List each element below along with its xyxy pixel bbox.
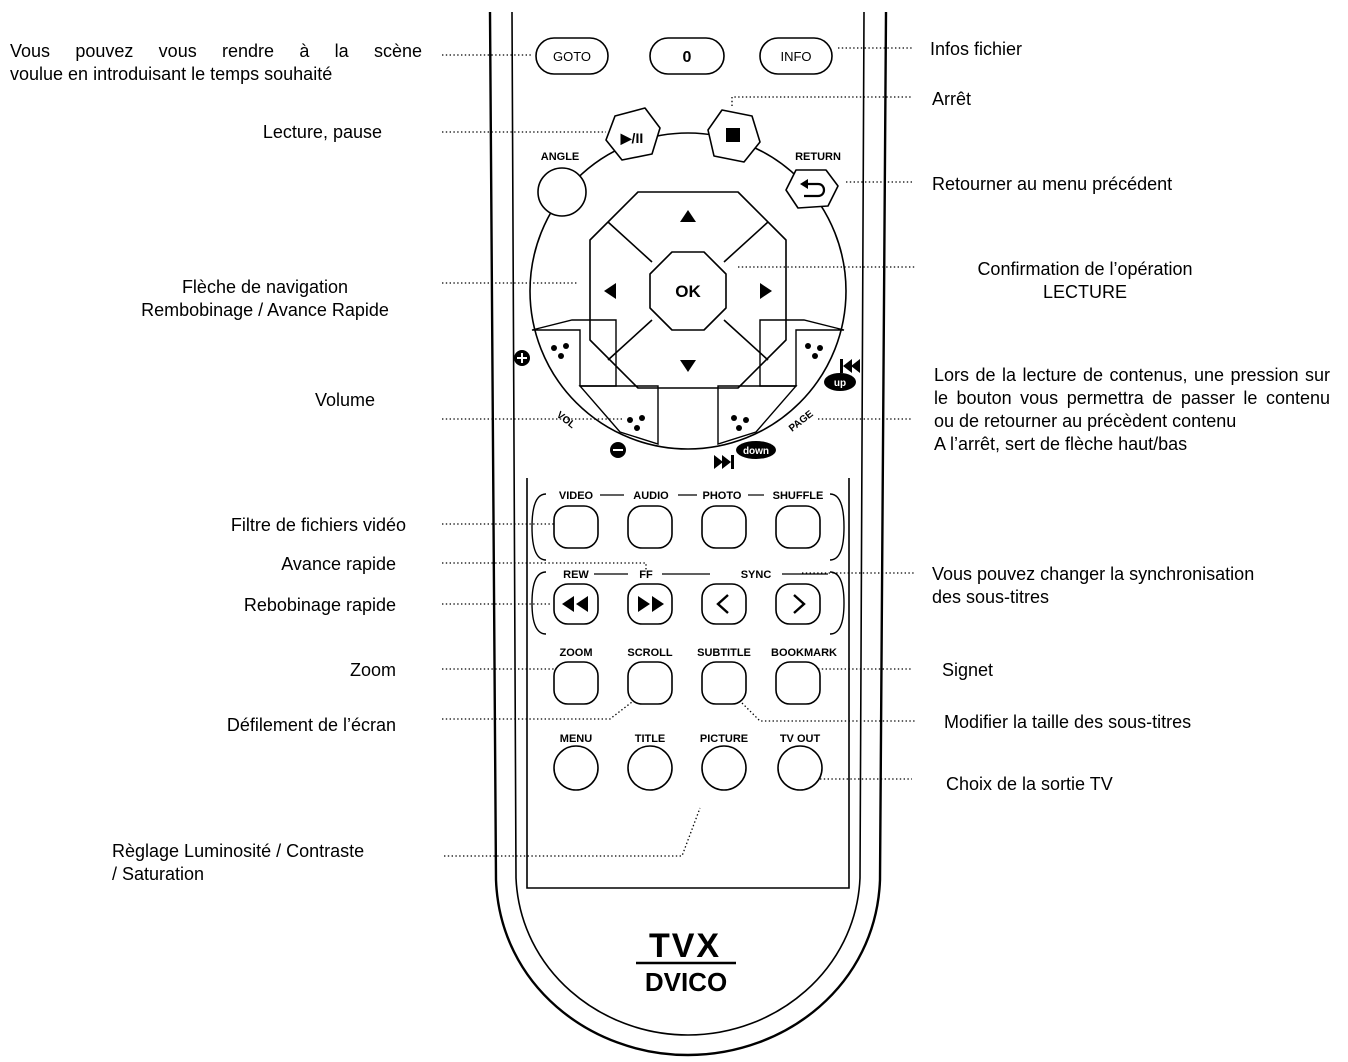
tvout-label: TV OUT xyxy=(780,733,821,745)
sync-minus-button[interactable] xyxy=(701,583,747,625)
photo-label: PHOTO xyxy=(703,490,742,502)
ok-button[interactable]: OK xyxy=(649,251,727,331)
annotation-stop: Arrêt xyxy=(932,89,972,109)
zoom-button[interactable] xyxy=(553,661,599,705)
annotation-scroll: Défilement de l’écran xyxy=(226,715,396,735)
navigation-ring xyxy=(529,132,847,450)
minus-icon xyxy=(610,442,626,458)
title-label: TITLE xyxy=(635,733,666,745)
next-track-icon xyxy=(714,455,734,469)
title-button[interactable] xyxy=(627,745,673,791)
picture-label: PICTURE xyxy=(700,733,748,745)
angle-button[interactable] xyxy=(537,167,587,217)
svg-text:TVX: TVX xyxy=(649,927,721,965)
svg-text:0: 0 xyxy=(683,49,692,66)
svg-text:up: up xyxy=(834,378,846,389)
annotation-rew: Rebobinage rapide xyxy=(243,595,396,615)
subtitle-button[interactable] xyxy=(701,661,747,705)
vol-label: VOL xyxy=(554,410,577,431)
video-button[interactable] xyxy=(553,505,599,549)
annotation-goto: Vous pouvez vous rendre à la scène voulu… xyxy=(10,41,422,84)
svg-text:INFO: INFO xyxy=(780,49,811,64)
svg-text:down: down xyxy=(743,446,769,457)
shuffle-label: SHUFFLE xyxy=(773,490,824,502)
ff-button[interactable] xyxy=(627,583,673,625)
volume-down-button[interactable] xyxy=(578,385,659,445)
svg-text:OK: OK xyxy=(675,282,701,301)
subtitle-label: SUBTITLE xyxy=(697,647,751,659)
annotation-volume: Volume xyxy=(314,390,376,410)
chevron-right-icon xyxy=(793,594,806,614)
annotation-subtitle: Modifier la taille des sous-titres xyxy=(944,712,1192,732)
leader-lines xyxy=(442,47,916,857)
left-arrow-button[interactable] xyxy=(604,283,616,299)
up-arrow-button[interactable] xyxy=(680,210,696,222)
brand-logo: TVX DVICO xyxy=(636,927,736,997)
annotation-picture: Règlage Luminosité / Contraste / Saturat… xyxy=(112,841,365,884)
sync-label: SYNC xyxy=(741,569,772,581)
annotation-sync: Vous pouvez changer la synchronisation d… xyxy=(932,564,1255,607)
scroll-button[interactable] xyxy=(627,661,673,705)
rew-button[interactable] xyxy=(553,583,599,625)
ff-label: FF xyxy=(639,569,653,581)
tvout-button[interactable] xyxy=(777,745,823,791)
annotation-bookmark: Signet xyxy=(942,660,994,680)
plus-icon xyxy=(514,350,530,366)
info-button[interactable]: INFO xyxy=(759,37,833,75)
annotation-tvout: Choix de la sortie TV xyxy=(946,774,1113,794)
annotation-confirm: Confirmation de l’opération LECTURE xyxy=(977,259,1193,302)
rewind-icon xyxy=(562,596,588,612)
annotation-video-filter: Filtre de fichiers vidéo xyxy=(230,515,406,535)
annotation-info: Infos fichier xyxy=(930,39,1023,59)
zoom-label: ZOOM xyxy=(560,647,593,659)
audio-label: AUDIO xyxy=(633,490,669,502)
up-badge: up xyxy=(824,373,856,391)
stop-button[interactable] xyxy=(707,109,761,163)
annotation-return: Retourner au menu précédent xyxy=(932,174,1173,194)
chevron-left-icon xyxy=(716,594,729,614)
shuffle-button[interactable] xyxy=(775,505,821,549)
video-label: VIDEO xyxy=(559,490,594,502)
page-down-button[interactable] xyxy=(717,385,798,445)
svg-text:DVICO: DVICO xyxy=(645,967,727,997)
return-label: RETURN xyxy=(795,151,841,163)
audio-button[interactable] xyxy=(627,505,673,549)
annotation-play-pause: Lecture, pause xyxy=(262,122,382,142)
down-arrow-button[interactable] xyxy=(680,360,696,372)
bookmark-button[interactable] xyxy=(775,661,821,705)
fast-forward-icon xyxy=(638,596,664,612)
remote-body xyxy=(488,11,888,1057)
return-arrow-icon xyxy=(804,182,826,198)
return-button[interactable] xyxy=(785,169,839,209)
rew-label: REW xyxy=(563,569,589,581)
scroll-label: SCROLL xyxy=(627,647,673,659)
svg-text:GOTO: GOTO xyxy=(553,49,591,64)
annotation-zoom: Zoom xyxy=(349,660,396,680)
page-label: PAGE xyxy=(787,409,816,435)
zero-button[interactable]: 0 xyxy=(649,37,725,75)
right-arrow-button[interactable] xyxy=(760,283,772,299)
menu-button[interactable] xyxy=(553,745,599,791)
annotation-ff: Avance rapide xyxy=(281,554,396,574)
picture-button[interactable] xyxy=(701,745,747,791)
play-pause-button[interactable]: ▶/II xyxy=(605,107,661,161)
down-badge: down xyxy=(736,441,776,459)
menu-label: MENU xyxy=(560,733,592,745)
goto-button[interactable]: GOTO xyxy=(535,37,609,75)
annotation-page: Lors de la lecture de contenus, une pres… xyxy=(934,365,1330,454)
svg-text:▶/II: ▶/II xyxy=(620,130,643,146)
bookmark-label: BOOKMARK xyxy=(771,647,837,659)
sync-plus-button[interactable] xyxy=(775,583,821,625)
angle-label: ANGLE xyxy=(541,151,580,163)
annotation-navigation: Flèche de navigation Rembobinage / Avanc… xyxy=(141,277,389,320)
photo-button[interactable] xyxy=(701,505,747,549)
previous-track-icon xyxy=(840,359,860,373)
